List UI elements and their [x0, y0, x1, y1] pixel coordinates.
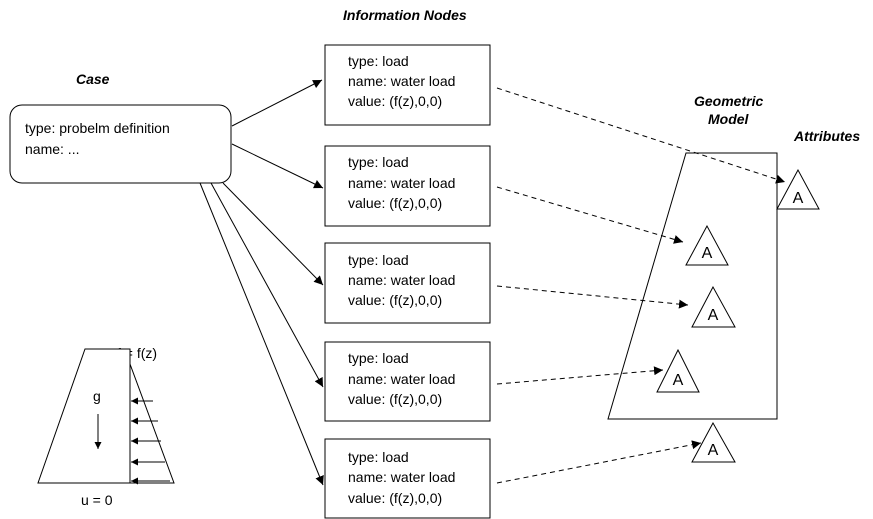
node-value: value: (f(z),0,0) [348, 292, 442, 308]
attribute-triangle [691, 285, 736, 328]
connector-node-4-attribute [496, 366, 664, 385]
load-distribution-triangle [129, 349, 175, 484]
attribute-label: A [702, 245, 713, 262]
case-box-name: name: ... [25, 141, 79, 157]
case-to-node-connectors [199, 79, 324, 486]
node-name: name: water load [348, 73, 455, 89]
connector-case-node-3 [222, 182, 324, 286]
attribute-triangle [776, 168, 820, 210]
case-box-frame [9, 104, 232, 184]
attribute-label: A [708, 307, 719, 324]
node-type: type: load [348, 252, 409, 268]
gravity-label: g [93, 388, 101, 404]
case-header: Case [76, 71, 110, 87]
geometric-model-header-line2: Model [708, 111, 750, 127]
geometric-model-shape [607, 152, 778, 420]
attribute-triangle [656, 348, 700, 393]
information-node-5: type: load name: water load value: (f(z)… [324, 438, 491, 519]
connector-node-1-attribute [496, 87, 786, 184]
information-node-frame [324, 145, 491, 227]
node-value: value: (f(z),0,0) [348, 195, 442, 211]
attribute-1: A [776, 168, 820, 210]
attribute-2: A [685, 224, 729, 266]
connector-case-node-5 [199, 182, 324, 486]
information-node-3: type: load name: water load value: (f(z)… [324, 242, 491, 324]
node-name: name: water load [348, 469, 455, 485]
geometric-model-header-line1: Geometric [694, 93, 763, 109]
information-nodes-header: Information Nodes [343, 7, 467, 23]
attribute-triangle [691, 421, 736, 463]
dam-sketch: f = f(z) g u = 0 [37, 345, 175, 508]
boundary-condition-label: u = 0 [81, 492, 113, 508]
case-box: type: probelm definition name: ... [9, 104, 232, 184]
node-to-attribute-connectors [496, 87, 786, 484]
attribute-triangle [685, 224, 729, 266]
information-node-1: type: load name: water load value: (f(z)… [324, 44, 491, 126]
attribute-4: A [656, 348, 700, 393]
node-type: type: load [348, 53, 409, 69]
information-node-frame [324, 242, 491, 324]
information-node-2: type: load name: water load value: (f(z)… [324, 145, 491, 227]
node-value: value: (f(z),0,0) [348, 93, 442, 109]
node-type: type: load [348, 154, 409, 170]
node-name: name: water load [348, 175, 455, 191]
connector-node-3-attribute [496, 285, 689, 309]
attributes-header: Attributes [793, 128, 860, 144]
attribute-3: A [691, 285, 736, 328]
connector-node-2-attribute [496, 186, 684, 244]
connector-node-5-attribute [496, 440, 702, 484]
attribute-label: A [708, 442, 719, 459]
information-node-4: type: load name: water load value: (f(z)… [324, 341, 491, 422]
node-name: name: water load [348, 371, 455, 387]
node-value: value: (f(z),0,0) [348, 490, 442, 506]
node-value: value: (f(z),0,0) [348, 391, 442, 407]
connector-case-node-1 [231, 79, 323, 127]
information-node-frame [324, 341, 491, 422]
attribute-label: A [673, 372, 684, 389]
node-name: name: water load [348, 272, 455, 288]
dam-body [37, 348, 131, 484]
connector-case-node-4 [210, 182, 324, 388]
node-type: type: load [348, 350, 409, 366]
connector-case-node-2 [231, 143, 324, 189]
case-box-type: type: probelm definition [25, 120, 170, 136]
attribute-label: A [793, 190, 804, 207]
node-type: type: load [348, 449, 409, 465]
information-node-frame [324, 438, 491, 519]
attribute-5: A [691, 421, 736, 463]
information-node-frame [324, 44, 491, 126]
